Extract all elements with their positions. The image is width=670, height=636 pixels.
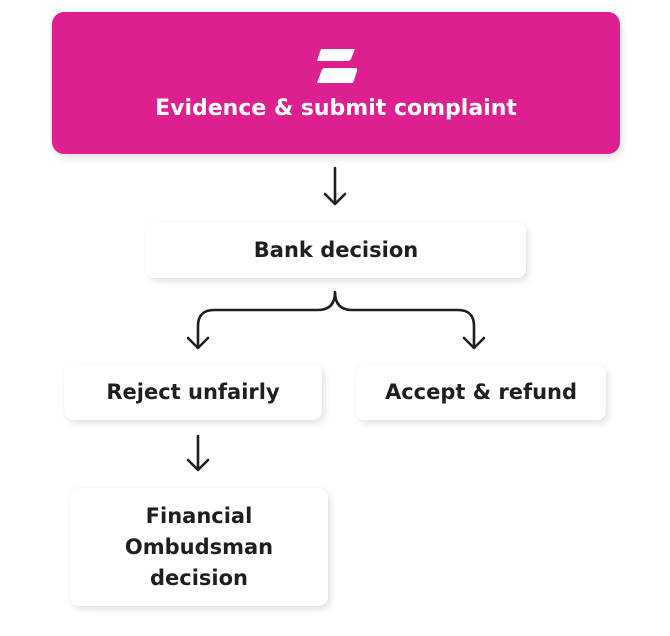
accept-refund-box: Accept & refund — [356, 364, 606, 420]
ombudsman-decision-box: Financial Ombudsman decision — [70, 488, 328, 606]
branch-connector — [196, 290, 476, 348]
arrow-down-icon — [323, 166, 347, 206]
reject-unfairly-label: Reject unfairly — [106, 380, 280, 404]
brand-logo-icon — [317, 48, 358, 83]
bank-decision-label: Bank decision — [253, 238, 419, 262]
ombudsman-label-line: decision — [149, 565, 248, 590]
arrow-down-icon — [186, 336, 210, 350]
arrow-down-icon — [186, 434, 210, 472]
complaint-step-title: Evidence & submit complaint — [155, 95, 517, 121]
ombudsman-label-line: Ombudsman — [124, 534, 274, 559]
evidence-submit-complaint-box: Evidence & submit complaint — [52, 12, 620, 154]
ombudsman-label-line: Financial — [145, 503, 253, 528]
arrow-down-icon — [462, 336, 486, 350]
accept-refund-label: Accept & refund — [384, 380, 578, 404]
reject-unfairly-box: Reject unfairly — [64, 364, 322, 420]
bank-decision-box: Bank decision — [146, 222, 526, 278]
